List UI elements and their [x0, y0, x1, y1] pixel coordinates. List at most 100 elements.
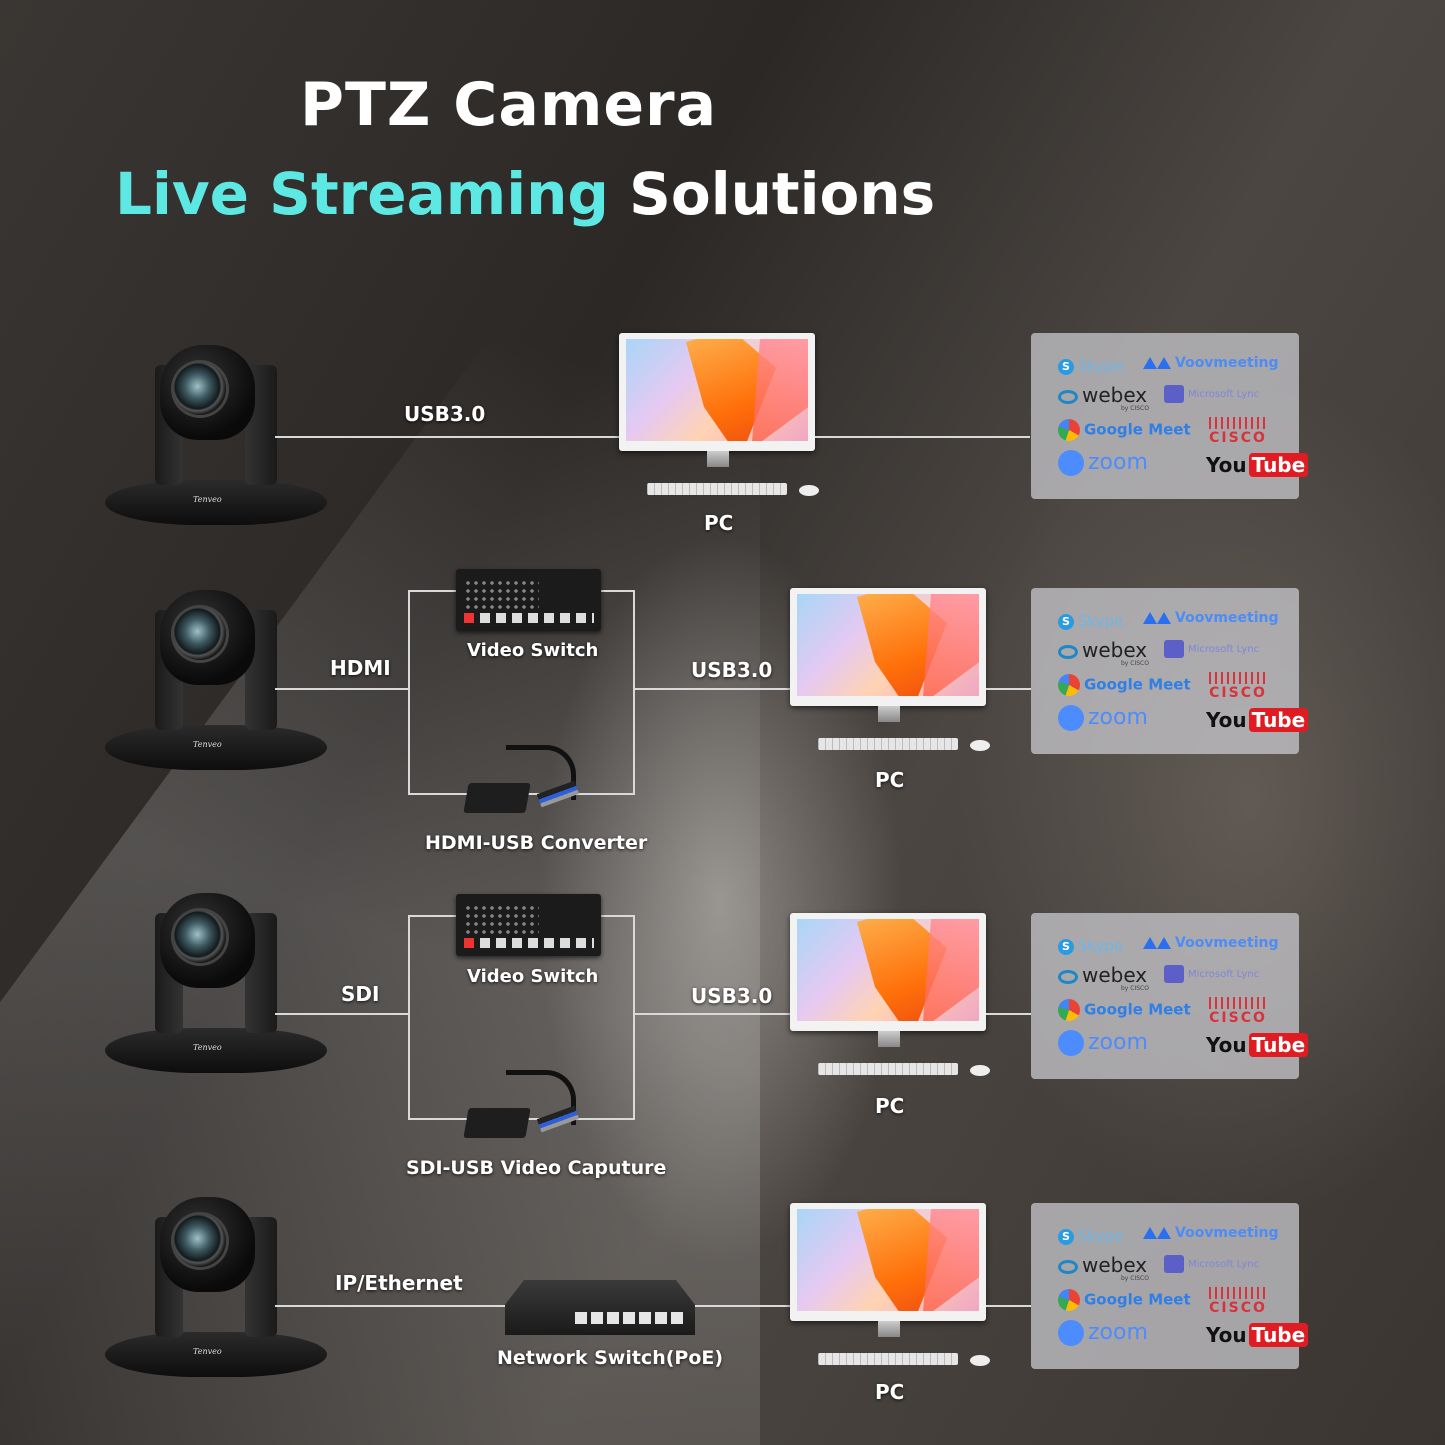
camera-lens-icon	[174, 1215, 226, 1267]
pc-label: PC	[875, 1094, 905, 1118]
device-label: Network Switch(PoE)	[497, 1347, 724, 1369]
ptz-camera-2: Tenveo	[105, 590, 330, 780]
lync-logo: Microsoft Lync	[1164, 965, 1259, 983]
teams-icon	[1164, 1255, 1184, 1273]
webex-sub: by CISCO	[1121, 660, 1149, 667]
teams-icon	[1164, 640, 1184, 658]
pc-label: PC	[875, 768, 905, 792]
skype-icon: S	[1058, 358, 1074, 375]
connection-label: SDI	[341, 982, 380, 1006]
cisco-bars-icon	[1209, 672, 1267, 684]
cisco-bars-icon	[1209, 1287, 1267, 1299]
webex-logo: webex	[1058, 1253, 1147, 1277]
chrome-icon	[1058, 1289, 1080, 1311]
lync-logo: Microsoft Lync	[1164, 640, 1259, 658]
title-line-2: Live Streaming Solutions	[115, 160, 935, 228]
camera-lens-icon	[174, 911, 226, 963]
webex-sub: by CISCO	[1121, 405, 1149, 412]
connector-line	[633, 590, 635, 794]
connection-label: USB3.0	[691, 658, 773, 682]
connector-line	[408, 590, 410, 794]
connector-line	[408, 915, 456, 917]
connector-line	[408, 590, 456, 592]
pc-label: PC	[704, 511, 734, 535]
webex-sub: by CISCO	[1121, 1275, 1149, 1282]
voov-icon	[1143, 937, 1171, 949]
pc-1	[619, 333, 824, 508]
skype-icon: S	[1058, 1228, 1074, 1245]
voov-icon	[1143, 612, 1171, 624]
camera-brand: Tenveo	[193, 1347, 222, 1356]
connector-line	[275, 1013, 408, 1015]
cisco-logo: CISCO	[1209, 1287, 1267, 1316]
cisco-bars-icon	[1209, 997, 1267, 1009]
zoom-logo: zoom	[1058, 1320, 1148, 1346]
voov-logo: Voovmeeting	[1143, 1225, 1279, 1241]
device-label: HDMI-USB Converter	[425, 832, 648, 854]
lync-logo: Microsoft Lync	[1164, 385, 1259, 403]
google-meet-logo: Google Meet	[1058, 1289, 1191, 1311]
webex-logo: webex	[1058, 638, 1147, 662]
teams-icon	[1164, 385, 1184, 403]
webex-logo: webex	[1058, 383, 1147, 407]
camera-brand: Tenveo	[193, 495, 222, 504]
teams-icon	[1164, 965, 1184, 983]
connection-label: USB3.0	[404, 402, 486, 426]
title-line-1: PTZ Camera	[300, 70, 718, 140]
webex-sub: by CISCO	[1121, 985, 1149, 992]
connector-line	[275, 436, 620, 438]
lync-logo: Microsoft Lync	[1164, 1255, 1259, 1273]
google-meet-logo: Google Meet	[1058, 999, 1191, 1021]
video-switch-device	[456, 569, 601, 631]
ptz-camera-1: Tenveo	[105, 345, 330, 535]
chrome-icon	[1058, 999, 1080, 1021]
voov-logo: Voovmeeting	[1143, 355, 1279, 371]
camera-brand: Tenveo	[193, 1043, 222, 1052]
device-label: Video Switch	[467, 640, 599, 661]
chrome-icon	[1058, 419, 1080, 441]
zoom-logo: zoom	[1058, 450, 1148, 476]
camera-lens-icon	[174, 363, 226, 415]
voov-logo: Voovmeeting	[1143, 610, 1279, 626]
webex-logo: webex	[1058, 963, 1147, 987]
pc-2	[790, 588, 995, 763]
connector-line	[634, 688, 790, 690]
connector-line	[275, 688, 408, 690]
video-switch-device	[456, 894, 601, 956]
skype-icon: S	[1058, 938, 1074, 955]
ptz-camera-3: Tenveo	[105, 893, 330, 1083]
chrome-icon	[1058, 674, 1080, 696]
pc-3	[790, 913, 995, 1088]
webex-icon	[1058, 389, 1078, 404]
zoom-icon	[1058, 1030, 1084, 1056]
connection-label: USB3.0	[691, 984, 773, 1008]
connector-line	[986, 1013, 1031, 1015]
connector-line	[634, 1013, 790, 1015]
cisco-logo: CISCO	[1209, 997, 1267, 1026]
ptz-camera-4: Tenveo	[105, 1197, 330, 1387]
zoom-logo: zoom	[1058, 705, 1148, 731]
hdmi-usb-converter-device	[463, 745, 586, 825]
voov-icon	[1143, 1227, 1171, 1239]
skype-icon: S	[1058, 613, 1074, 630]
voov-logo: Voovmeeting	[1143, 935, 1279, 951]
connection-label: IP/Ethernet	[335, 1271, 463, 1295]
device-label: SDI-USB Video Caputure	[406, 1157, 667, 1179]
title-accent: Live Streaming	[115, 160, 609, 228]
connector-line	[815, 436, 1030, 438]
connector-line	[633, 915, 635, 1119]
camera-lens-icon	[174, 608, 226, 660]
connector-line	[600, 915, 634, 917]
zoom-icon	[1058, 705, 1084, 731]
connector-line	[600, 590, 634, 592]
